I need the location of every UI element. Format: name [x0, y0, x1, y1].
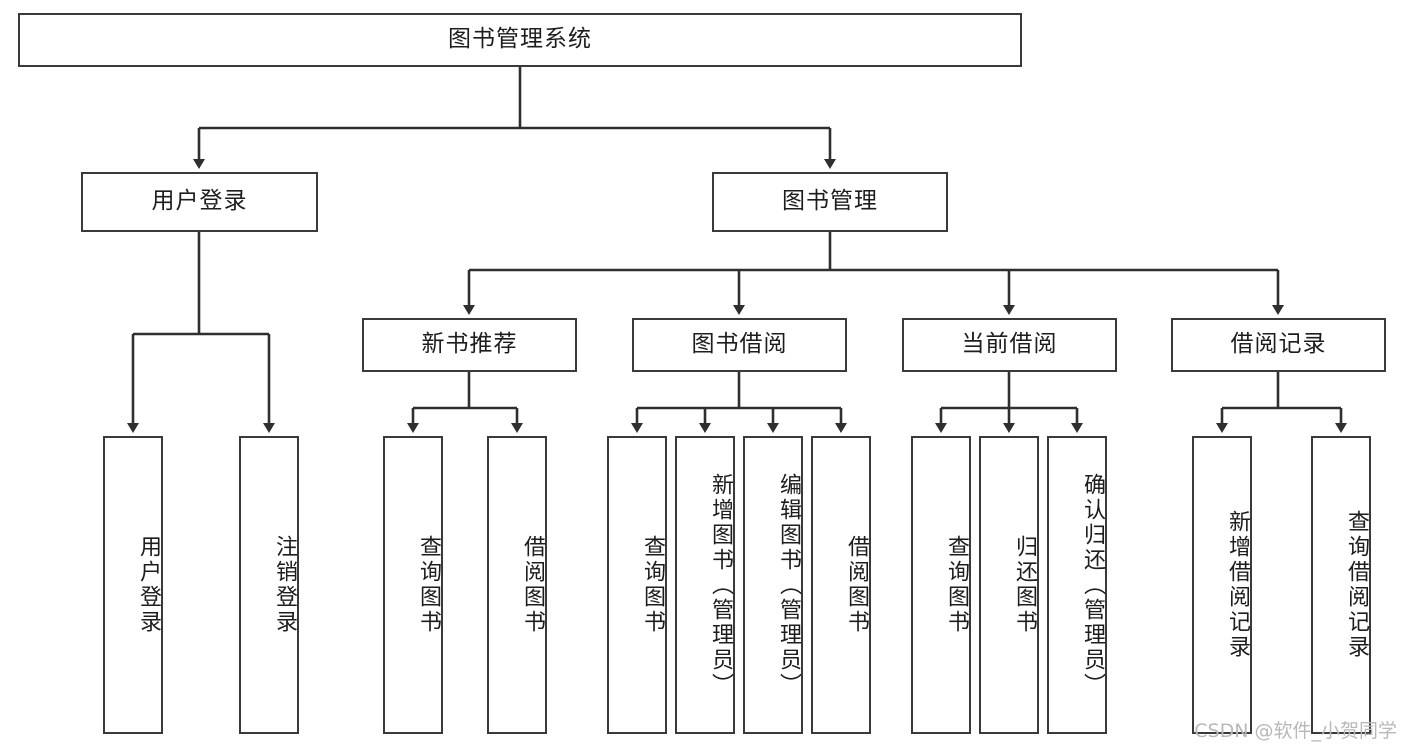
node-label: 借阅记录 — [1230, 331, 1327, 358]
node-label: 查询借阅记录 — [1344, 510, 1369, 660]
node-label: 图书管理 — [782, 188, 878, 215]
node-label: 图书管理系统 — [448, 26, 592, 53]
node-label: 注销登录 — [272, 535, 297, 635]
node-current-borrow[interactable]: 当前借阅 — [902, 318, 1117, 372]
node-label: 图书借阅 — [691, 331, 788, 358]
node-label: 确认归还（管理员） — [1080, 472, 1105, 698]
node-leaf-query-record[interactable]: 查询借阅记录 — [1311, 436, 1371, 734]
node-root-system[interactable]: 图书管理系统 — [18, 13, 1022, 67]
node-user-login[interactable]: 用户登录 — [81, 172, 318, 232]
node-new-book-recommend[interactable]: 新书推荐 — [362, 318, 577, 372]
node-label: 用户登录 — [151, 188, 248, 215]
node-label: 新增借阅记录 — [1225, 510, 1250, 660]
node-label: 新增图书（管理员） — [708, 472, 733, 698]
node-leaf-borrow-book-2[interactable]: 借阅图书 — [811, 436, 871, 734]
node-leaf-query-book-3[interactable]: 查询图书 — [911, 436, 971, 734]
node-label: 新书推荐 — [421, 331, 518, 358]
node-label: 查询图书 — [640, 535, 665, 635]
csdn-watermark: CSDN @软件_小贺同学 — [1194, 720, 1397, 742]
node-label: 借阅图书 — [520, 535, 545, 635]
node-leaf-add-book[interactable]: 新增图书（管理员） — [675, 436, 735, 734]
node-label: 查询图书 — [416, 535, 441, 635]
node-leaf-user-login[interactable]: 用户登录 — [103, 436, 163, 734]
node-leaf-edit-book[interactable]: 编辑图书（管理员） — [743, 436, 803, 734]
node-leaf-add-record[interactable]: 新增借阅记录 — [1192, 436, 1252, 734]
node-book-manage[interactable]: 图书管理 — [712, 172, 948, 232]
node-label: 用户登录 — [136, 535, 161, 635]
node-book-borrow[interactable]: 图书借阅 — [632, 318, 847, 372]
node-borrow-record[interactable]: 借阅记录 — [1171, 318, 1386, 372]
node-leaf-query-book-1[interactable]: 查询图书 — [383, 436, 443, 734]
node-label: 当前借阅 — [961, 331, 1058, 358]
node-leaf-logout-login[interactable]: 注销登录 — [239, 436, 299, 734]
node-label: 归还图书 — [1012, 535, 1037, 635]
node-leaf-borrow-book-1[interactable]: 借阅图书 — [487, 436, 547, 734]
node-leaf-confirm-return[interactable]: 确认归还（管理员） — [1047, 436, 1107, 734]
node-label: 借阅图书 — [844, 535, 869, 635]
node-leaf-return-book[interactable]: 归还图书 — [979, 436, 1039, 734]
node-leaf-query-book-2[interactable]: 查询图书 — [607, 436, 667, 734]
node-label: 查询图书 — [944, 535, 969, 635]
node-label: 编辑图书（管理员） — [776, 472, 801, 698]
